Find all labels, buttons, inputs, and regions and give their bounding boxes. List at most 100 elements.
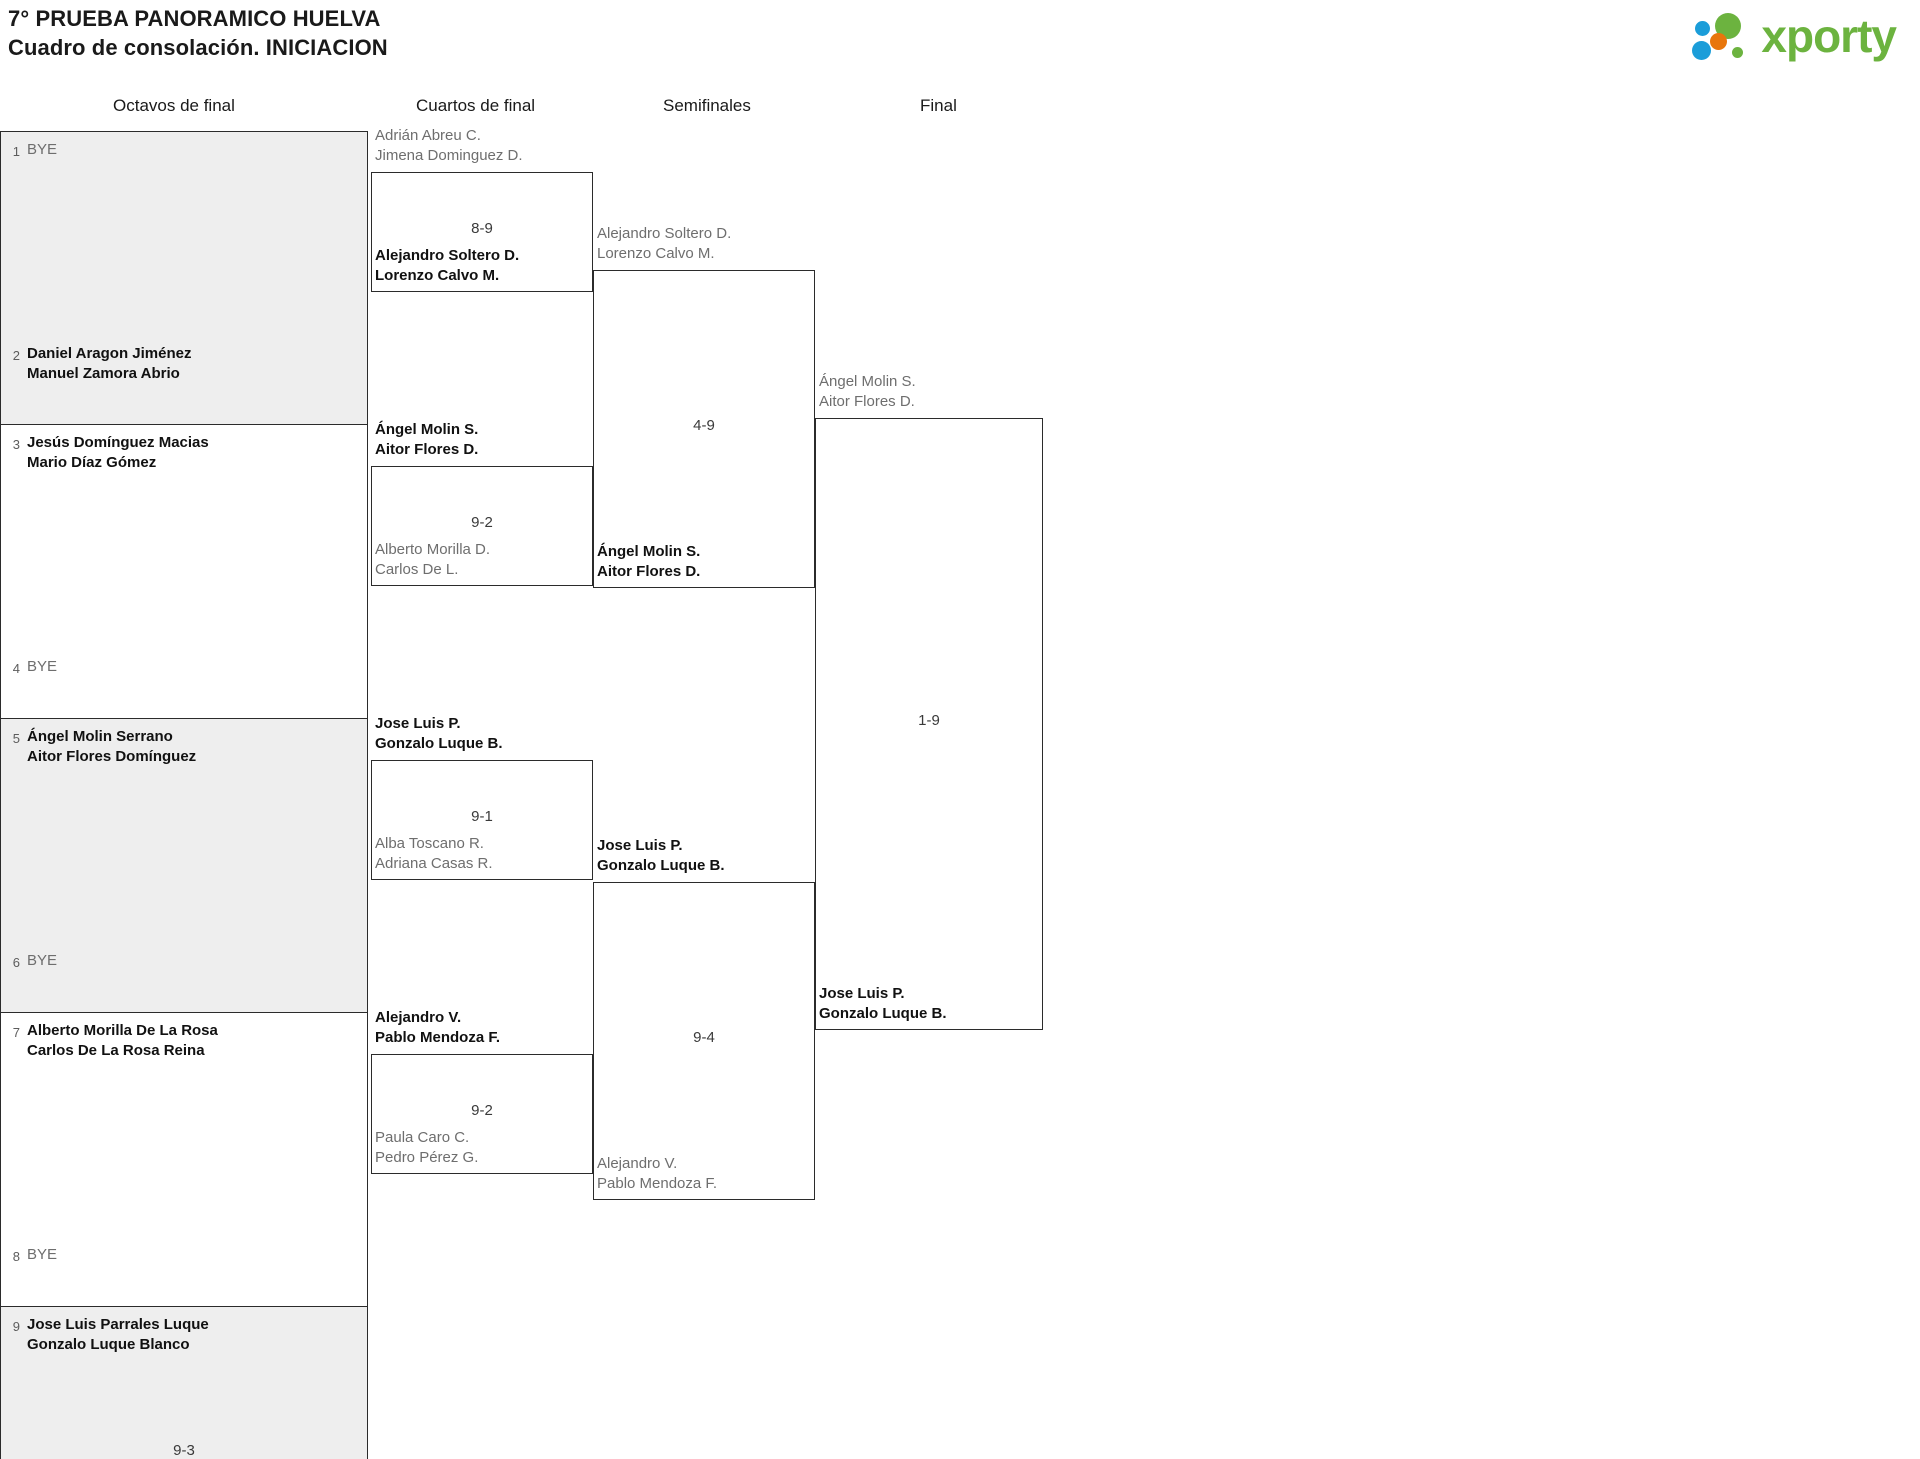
player-name: Jesús Domínguez Macias (27, 434, 209, 451)
team-names: Adrián Abreu C.Jimena Dominguez D. (375, 126, 523, 165)
player-name: Jose Luis P. (597, 837, 683, 854)
player-name: Gonzalo Luque B. (597, 856, 725, 874)
player-name: Paula Caro C. (375, 1129, 470, 1146)
seed-number: 1 (12, 144, 20, 159)
match-slot[interactable]: 4 BYE (1, 657, 367, 679)
player-name: Jose Luis P. (819, 985, 905, 1002)
match-box-r3-1[interactable] (593, 270, 815, 588)
seed-number: 5 (12, 731, 20, 746)
advancing-team[interactable]: Alba Toscano R. Adriana Casas R. (375, 834, 493, 873)
player-name: BYE (27, 658, 58, 675)
player-name: Alberto Morilla De La Rosa (27, 1022, 218, 1039)
team-names: Alejandro Soltero D.Lorenzo Calvo M. (375, 246, 519, 285)
player-name: Aitor Flores Domínguez (27, 747, 197, 765)
match-box-r4-1[interactable] (815, 418, 1043, 1030)
seed-number: 7 (12, 1025, 20, 1040)
advancing-team[interactable]: Alberto Morilla D.Carlos De L. (375, 540, 490, 579)
team-names: BYE (27, 657, 367, 677)
match-score: 8-9 (471, 220, 493, 237)
match-box-r3-2[interactable] (593, 882, 815, 1200)
player-name: Alejandro V. (375, 1009, 462, 1026)
player-name: Alberto Morilla D. (375, 541, 491, 558)
xporty-dots-icon (1691, 11, 1753, 61)
round-header-octavos: Octavos de final (113, 96, 235, 115)
team-names: BYE (27, 951, 367, 971)
advancing-team[interactable]: Alejandro Soltero D.Lorenzo Calvo M. (375, 246, 519, 285)
player-name: Jose Luis Parrales Luque (27, 1316, 209, 1333)
advancing-team[interactable]: Ángel Molin S.Aitor Flores D. (375, 420, 478, 459)
player-name: Manuel Zamora Abrio (27, 364, 180, 382)
match-box-r2-4[interactable] (371, 1054, 593, 1174)
seed-number: 4 (12, 661, 20, 676)
player-name: BYE (27, 1246, 58, 1263)
player-name: Lorenzo Calvo M. (375, 266, 500, 284)
player-name: Ángel Molin Serrano (27, 728, 173, 745)
player-name: Gonzalo Luque Blanco (27, 1335, 190, 1353)
advancing-team[interactable]: Jose Luis P.Gonzalo Luque B. (375, 714, 503, 753)
player-name: Ángel Molin S. (597, 543, 701, 560)
player-name: BYE (27, 141, 58, 158)
match-box-r2-3[interactable] (371, 760, 593, 880)
team-names: Ángel Molin S.Aitor Flores D. (819, 372, 916, 411)
match-slot[interactable]: 8 BYE (1, 1245, 367, 1267)
team-names: Jose Luis P. Gonzalo Luque B. (819, 984, 947, 1023)
player-name: Aitor Flores D. (819, 392, 915, 410)
player-name: Aitor Flores D. (375, 440, 479, 458)
advancing-team[interactable]: Jose Luis P. Gonzalo Luque B. (597, 836, 725, 875)
round-header-cuartos: Cuartos de final (416, 96, 536, 115)
player-name: Pablo Mendoza F. (597, 1174, 718, 1192)
match-box-r2-2[interactable] (371, 466, 593, 586)
advancing-team[interactable]: Ángel Molin S.Aitor Flores D. (819, 372, 916, 411)
player-name: Gonzalo Luque B. (819, 1004, 947, 1022)
player-name: Alejandro Soltero D. (597, 225, 732, 242)
team-names: Alejandro Soltero D. Lorenzo Calvo M. (597, 224, 731, 263)
player-name: Aitor Flores D. (597, 562, 701, 580)
advancing-team[interactable]: Jose Luis P. Gonzalo Luque B. (819, 984, 947, 1023)
player-name: Carlos De La Rosa Reina (27, 1041, 205, 1059)
player-name: Alba Toscano R. (375, 835, 484, 852)
match-score: 9-4 (693, 1029, 715, 1046)
match-score: 9-1 (471, 808, 493, 825)
team-names: Jose Luis P.Gonzalo Luque B. (375, 714, 503, 753)
match-score: 9-2 (471, 514, 493, 531)
team-names: Alejandro V. Pablo Mendoza F. (375, 1008, 500, 1047)
match-box-r2-1[interactable] (371, 172, 593, 292)
player-name: Pablo Mendoza F. (375, 1028, 501, 1046)
advancing-team[interactable]: Paula Caro C. Pedro Pérez G. (375, 1128, 478, 1167)
advancing-team[interactable]: Adrián Abreu C.Jimena Dominguez D. (375, 126, 523, 165)
seed-number: 2 (12, 348, 20, 363)
seed-number: 8 (12, 1249, 20, 1264)
team-names: Ángel Molin S. Aitor Flores D. (597, 542, 700, 581)
round-header-semifinales: Semifinales (663, 96, 751, 115)
advancing-team[interactable]: Ángel Molin S. Aitor Flores D. (597, 542, 700, 581)
match-score: 4-9 (693, 417, 715, 434)
player-name: Alejandro V. (597, 1155, 678, 1172)
player-name: Adriana Casas R. (375, 854, 493, 872)
team-names: Ángel Molin S.Aitor Flores D. (375, 420, 478, 459)
seed-number: 9 (12, 1319, 20, 1334)
advancing-team[interactable]: Alejandro Soltero D. Lorenzo Calvo M. (597, 224, 731, 263)
player-name: Lorenzo Calvo M. (597, 244, 715, 262)
player-name: Pedro Pérez G. (375, 1148, 479, 1166)
page-title: 7° PRUEBA PANORAMICO HUELVA Cuadro de co… (8, 4, 908, 62)
match-slot[interactable]: 1 BYE (1, 140, 367, 162)
advancing-team[interactable]: Alejandro V. Pablo Mendoza F. (597, 1154, 717, 1193)
advancing-team[interactable]: Alejandro V. Pablo Mendoza F. (375, 1008, 500, 1047)
